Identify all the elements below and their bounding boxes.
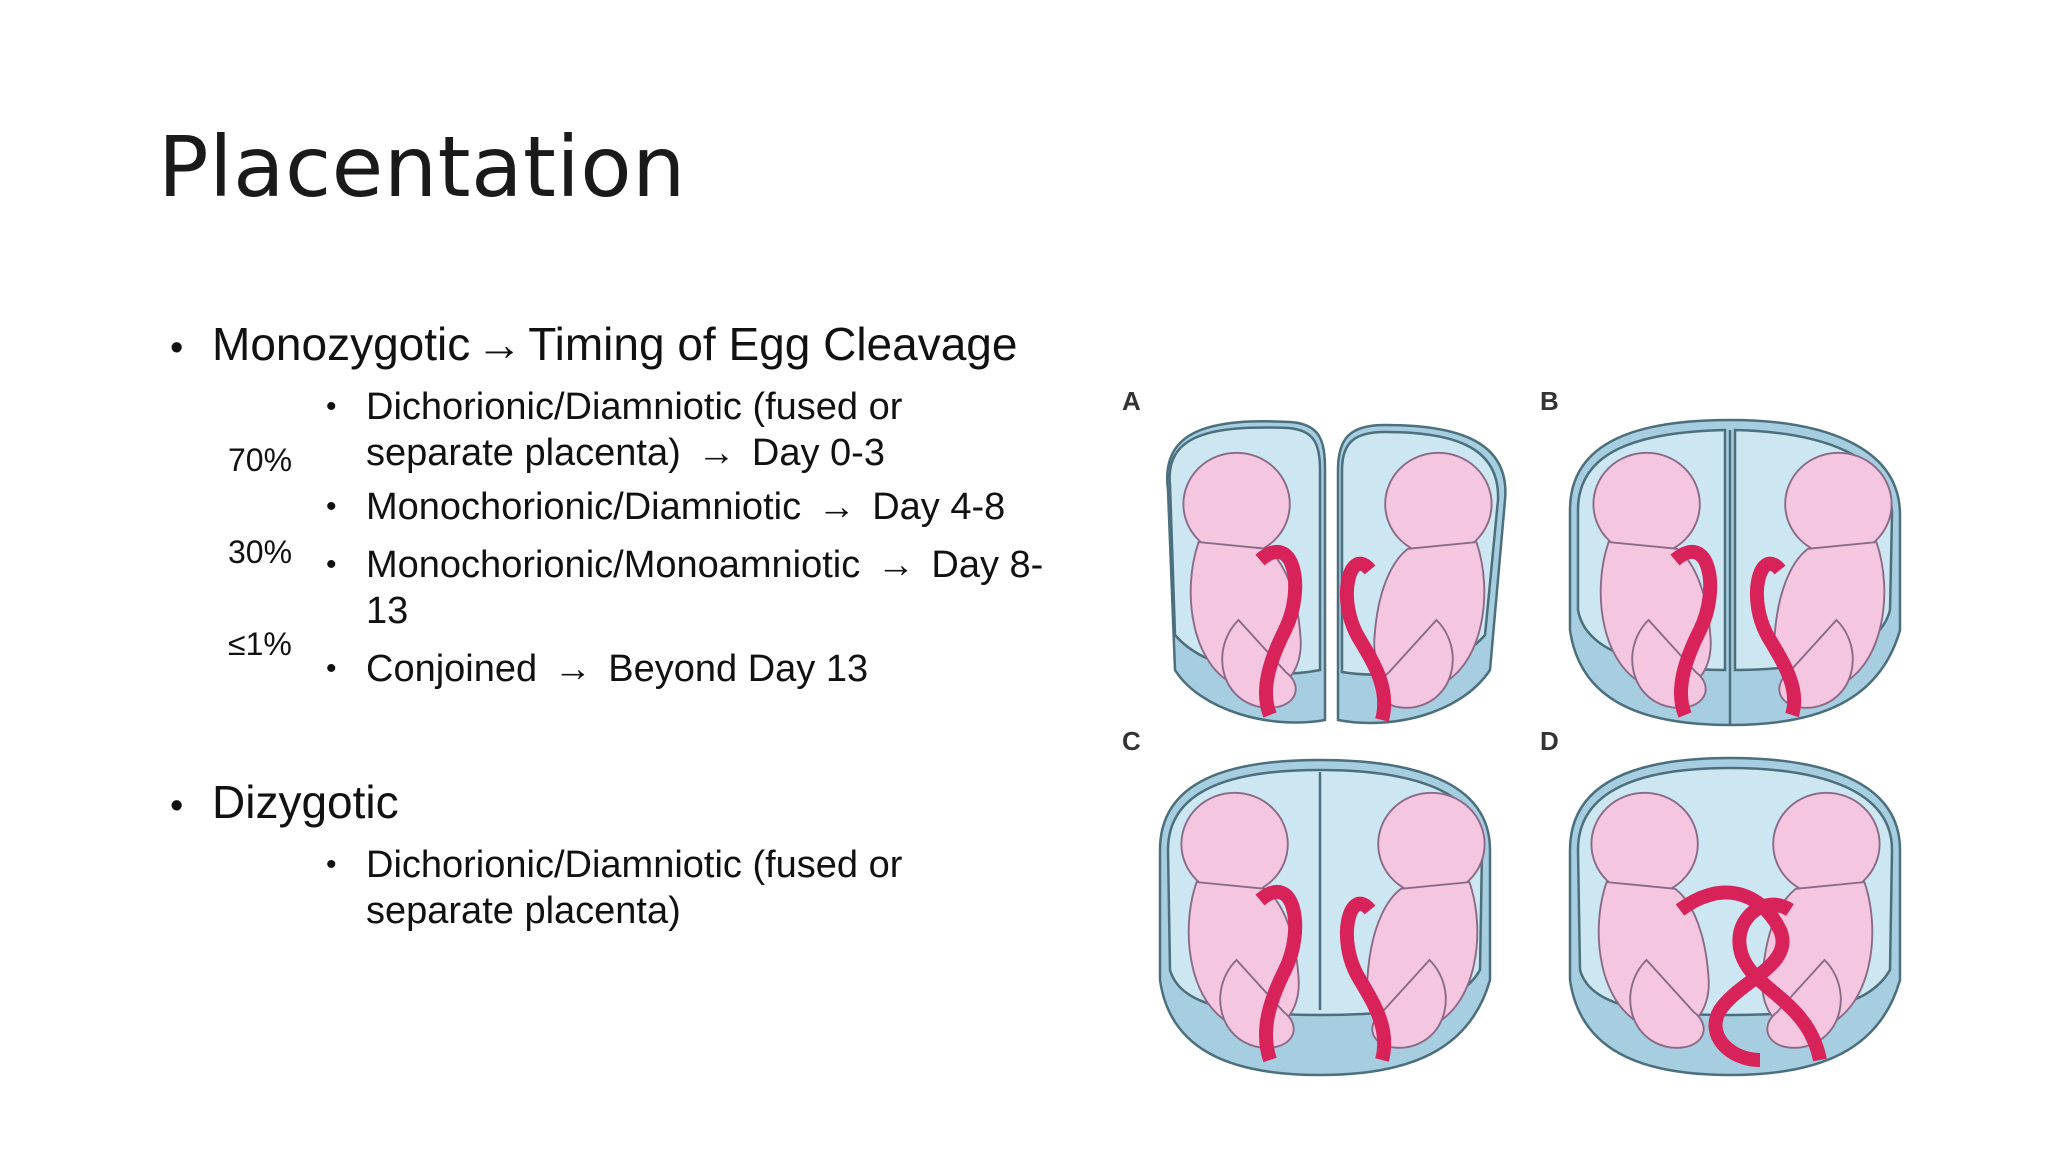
- item-timing: Beyond Day 13: [608, 648, 869, 690]
- percent-label: ≤1%: [228, 626, 292, 662]
- bullet-monozygotic: • Monozygotic → Timing of Egg Cleavage: [170, 318, 1017, 371]
- bullet-dot: •: [326, 652, 337, 685]
- bullet-dot: •: [326, 490, 337, 523]
- panel-d: [1568, 756, 1902, 1077]
- bullet-dizygotic: • Dizygotic: [170, 776, 399, 829]
- arrow-icon: →: [553, 648, 592, 690]
- panel-c: [1158, 758, 1492, 1077]
- panel-a: [1165, 420, 1507, 725]
- page-title: Placentation: [158, 118, 686, 216]
- panel-b: [1568, 418, 1902, 727]
- arrow-icon: →: [876, 544, 915, 586]
- panel-label-a: A: [1122, 386, 1141, 416]
- monozygotic-heading-tail: Timing of Egg Cleavage: [528, 318, 1018, 370]
- item-timing: Day 0-3: [751, 432, 885, 474]
- arrow-icon: →: [476, 318, 523, 370]
- list-item: • Conjoined → Beyond Day 13: [326, 646, 1106, 692]
- item-text: separate placenta): [366, 890, 681, 932]
- arrow-icon: →: [817, 486, 856, 528]
- item-text: Dichorionic/Diamniotic (fused or: [366, 386, 903, 428]
- item-text: 13: [366, 590, 409, 632]
- list-item: • Dichorionic/Diamniotic (fused or separ…: [326, 842, 1106, 934]
- list-item: • Monochorionic/Monoamniotic → Day 8- 13: [326, 542, 1106, 634]
- bullet-dot: •: [326, 548, 337, 581]
- percent-label: 30%: [228, 534, 293, 570]
- item-text: Dichorionic/Diamniotic (fused or: [366, 844, 903, 886]
- bullet-dot: •: [170, 327, 184, 369]
- panel-label-d: D: [1540, 726, 1559, 756]
- item-text: Monochorionic/Monoamniotic: [366, 544, 861, 586]
- item-text: Conjoined: [366, 648, 538, 690]
- arrow-icon: →: [697, 432, 736, 474]
- panel-label-b: B: [1540, 386, 1559, 416]
- item-text: separate placenta): [366, 432, 681, 474]
- bullet-dot: •: [170, 785, 184, 827]
- placentation-illustration: A B C D: [1122, 386, 1902, 1077]
- bullet-dot: •: [326, 390, 337, 423]
- item-timing: Day 8-: [931, 544, 1044, 586]
- monozygotic-heading: Monozygotic: [212, 318, 471, 370]
- bullet-dot: •: [326, 848, 337, 881]
- percent-label: 70%: [228, 442, 293, 478]
- panel-label-c: C: [1122, 726, 1141, 756]
- list-item: • Monochorionic/Diamniotic → Day 4-8: [326, 484, 1106, 530]
- item-text: Monochorionic/Diamniotic: [366, 486, 802, 528]
- item-timing: Day 4-8: [872, 486, 1006, 528]
- dizygotic-heading: Dizygotic: [212, 776, 399, 828]
- list-item: • Dichorionic/Diamniotic (fused or separ…: [326, 384, 1106, 476]
